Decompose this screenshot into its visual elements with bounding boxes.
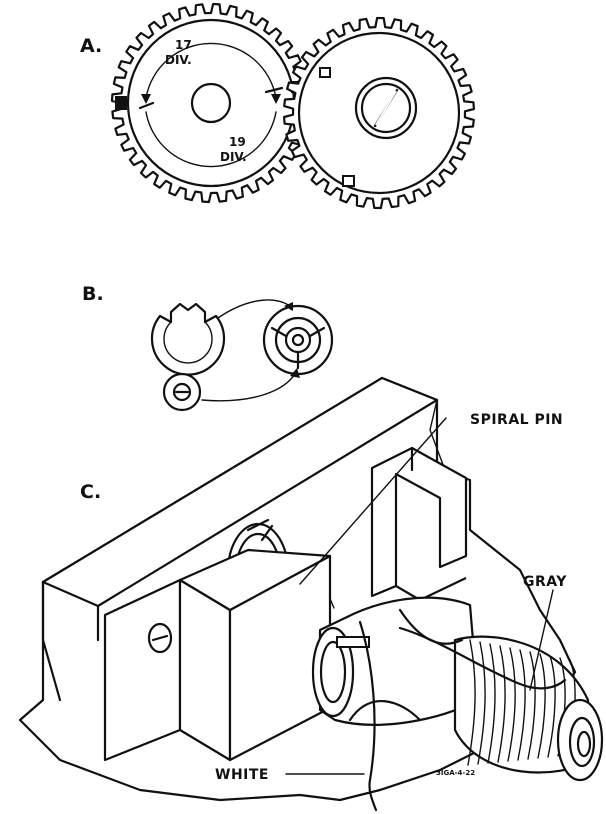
leader-spiral-pin bbox=[299, 417, 447, 585]
panel-b: B. bbox=[82, 283, 334, 412]
washer bbox=[162, 372, 202, 412]
right-gear bbox=[283, 16, 475, 210]
figure-code: 3IGA-4-22 bbox=[436, 769, 475, 777]
callout-spiral-pin: SPIRAL PIN bbox=[470, 412, 563, 428]
rear-bracket bbox=[370, 446, 468, 602]
left-gear-hub bbox=[190, 82, 232, 124]
left-gear: 17 DIV. 19 DIV. bbox=[110, 2, 312, 204]
panel-c-label: C. bbox=[80, 481, 101, 503]
panel-a-label: A. bbox=[80, 35, 102, 57]
callout-white: WHITE bbox=[215, 767, 269, 783]
lower-division-unit: DIV. bbox=[220, 150, 247, 164]
panel-c: C. bbox=[18, 376, 604, 812]
leader-gray bbox=[529, 589, 554, 691]
callout-gray: GRAY bbox=[523, 574, 567, 590]
arrow-washer-to-assembly bbox=[201, 371, 297, 402]
upper-division-unit: DIV. bbox=[165, 53, 192, 67]
e-ring bbox=[150, 302, 226, 376]
assembled-ring bbox=[262, 304, 334, 376]
upper-division-count: 17 bbox=[175, 38, 192, 52]
panel-b-label: B. bbox=[82, 283, 104, 305]
panel-a: A. 17 DIV. 19 DIV. bbox=[80, 2, 475, 210]
lower-division-count: 19 bbox=[229, 135, 246, 149]
white-wire bbox=[358, 620, 378, 812]
gray-wire bbox=[398, 626, 567, 690]
wires bbox=[358, 620, 567, 812]
front-bracket bbox=[103, 548, 332, 762]
